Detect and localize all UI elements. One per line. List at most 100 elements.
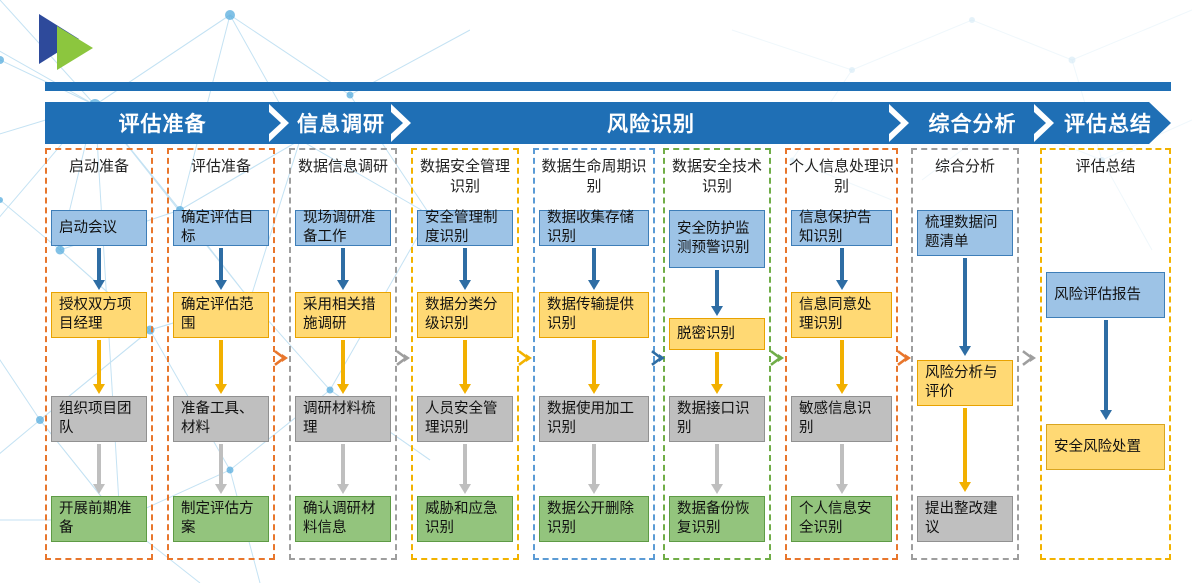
- flow-arrow-down: [835, 340, 848, 394]
- process-node[interactable]: 数据备份恢复识别: [669, 496, 765, 542]
- process-node[interactable]: 梳理数据问题清单: [917, 210, 1013, 256]
- flow-arrow-down: [835, 248, 848, 290]
- process-node-label: 提出整改建议: [925, 501, 998, 536]
- column-title: 个人信息处理识别: [788, 158, 894, 195]
- flow-arrow-down: [711, 270, 723, 316]
- process-node[interactable]: 安全风险处置: [1046, 424, 1165, 470]
- process-node-label: 数据收集存储识别: [547, 210, 634, 245]
- phase-label-text: 风险识别: [607, 113, 695, 136]
- flow-arrow-down: [337, 340, 349, 394]
- process-node[interactable]: 调研材料梳理: [295, 396, 391, 442]
- phase-column[interactable]: 数据安全技术识别: [663, 148, 771, 560]
- column-title: 数据生命周期识别: [541, 158, 647, 195]
- flow-arrow-down: [93, 444, 105, 494]
- phase-column[interactable]: 数据安全管理识别: [411, 148, 519, 560]
- process-node[interactable]: 制定评估方案: [173, 496, 269, 542]
- process-node-label: 准备工具、材料: [181, 401, 254, 436]
- phase-column[interactable]: 综合分析: [911, 148, 1019, 560]
- process-node[interactable]: 提出整改建议: [917, 496, 1013, 542]
- phase-label-2[interactable]: 信息调研: [280, 102, 402, 144]
- process-node-label: 敏感信息识别: [799, 401, 872, 436]
- phase-band-body: [45, 102, 1171, 144]
- flow-arrow-down: [337, 248, 349, 290]
- process-node[interactable]: 风险评估报告: [1046, 272, 1165, 318]
- process-node[interactable]: 信息保护告知识别: [791, 210, 892, 246]
- process-node[interactable]: 确定评估范围: [173, 292, 269, 338]
- process-node[interactable]: 数据公开删除识别: [539, 496, 649, 542]
- stage-transition-arrow: [1021, 350, 1038, 366]
- process-node[interactable]: 授权双方项目经理: [51, 292, 147, 338]
- column-title: 评估总结: [1075, 158, 1136, 175]
- phase-column[interactable]: 数据信息调研: [289, 148, 397, 560]
- process-node[interactable]: 人员安全管理识别: [417, 396, 513, 442]
- process-node-label: 风险分析与评价: [925, 365, 998, 400]
- phase-column[interactable]: 个人信息处理识别: [785, 148, 898, 560]
- process-node[interactable]: 安全管理制度识别: [417, 210, 513, 246]
- top-rule: [45, 82, 1171, 91]
- process-node-label: 脱密识别: [677, 325, 735, 342]
- process-node-label: 信息保护告知识别: [799, 210, 872, 245]
- process-node-label: 开展前期准备: [59, 501, 132, 536]
- flow-arrow-down: [835, 444, 848, 494]
- process-node[interactable]: 确定评估目标: [173, 210, 269, 246]
- process-node[interactable]: 数据收集存储识别: [539, 210, 649, 246]
- column-title: 数据信息调研: [297, 158, 388, 175]
- process-node[interactable]: 数据接口识别: [669, 396, 765, 442]
- process-node-label: 确认调研材料信息: [303, 501, 376, 536]
- process-node[interactable]: 威胁和应急识别: [417, 496, 513, 542]
- process-node[interactable]: 个人信息安全识别: [791, 496, 892, 542]
- process-node[interactable]: 信息同意处理识别: [791, 292, 892, 338]
- process-node-label: 数据接口识别: [677, 401, 750, 436]
- phase-label-3[interactable]: 风险识别: [402, 102, 900, 144]
- process-node[interactable]: 启动会议: [51, 210, 147, 246]
- process-node[interactable]: 安全防护监测预警识别: [669, 210, 765, 268]
- flow-arrow-down: [459, 340, 471, 394]
- process-node[interactable]: 确认调研材料信息: [295, 496, 391, 542]
- process-node-label: 制定评估方案: [181, 501, 254, 536]
- process-node-label: 数据分类分级识别: [425, 297, 498, 332]
- column-title: 启动准备: [68, 158, 129, 175]
- process-node-label: 威胁和应急识别: [425, 501, 498, 536]
- column-title: 综合分析: [934, 158, 995, 175]
- phase-label-1[interactable]: 评估准备: [45, 102, 280, 144]
- phase-label-4[interactable]: 综合分析: [900, 102, 1045, 144]
- phase-column[interactable]: 评估准备: [167, 148, 275, 560]
- play-triangle-logo: [39, 14, 93, 70]
- phase-column[interactable]: 评估总结: [1040, 148, 1171, 560]
- process-node-label: 安全防护监测预警识别: [677, 221, 750, 256]
- process-node[interactable]: 数据分类分级识别: [417, 292, 513, 338]
- process-node[interactable]: 采用相关措施调研: [295, 292, 391, 338]
- process-node[interactable]: 准备工具、材料: [173, 396, 269, 442]
- process-node[interactable]: 敏感信息识别: [791, 396, 892, 442]
- flow-arrow-down: [215, 340, 227, 394]
- process-node[interactable]: 组织项目团队: [51, 396, 147, 442]
- phase-column[interactable]: 启动准备: [45, 148, 153, 560]
- process-node[interactable]: 数据使用加工识别: [539, 396, 649, 442]
- process-node-label: 授权双方项目经理: [59, 297, 132, 332]
- flow-arrow-down: [588, 340, 600, 394]
- stage-transition-arrow: [396, 350, 412, 366]
- flow-arrow-down: [93, 340, 105, 394]
- column-title: 评估准备: [190, 158, 251, 175]
- stage-transition-arrow: [518, 350, 534, 366]
- stage-transition-arrow: [896, 350, 913, 366]
- column-title: 数据安全技术识别: [671, 158, 762, 195]
- process-node[interactable]: 数据传输提供识别: [539, 292, 649, 338]
- process-node-label: 安全管理制度识别: [425, 210, 498, 245]
- process-node-label: 采用相关措施调研: [303, 297, 376, 332]
- flow-arrow-down: [588, 444, 600, 494]
- flow-arrow-down: [1099, 320, 1112, 420]
- phase-label-text: 综合分析: [928, 113, 1017, 136]
- process-node-label: 信息同意处理识别: [799, 297, 872, 332]
- process-node[interactable]: 脱密识别: [669, 318, 765, 350]
- process-node[interactable]: 风险分析与评价: [917, 360, 1013, 406]
- process-node[interactable]: 开展前期准备: [51, 496, 147, 542]
- phase-label-5[interactable]: 评估总结: [1045, 102, 1171, 144]
- flow-arrow-down: [215, 248, 227, 290]
- phase-label-text: 评估准备: [118, 113, 207, 136]
- process-node[interactable]: 现场调研准备工作: [295, 210, 391, 246]
- stage-transition-arrow: [651, 350, 667, 366]
- phase-chevron-divider: [889, 104, 909, 142]
- flow-arrow-down: [588, 248, 600, 290]
